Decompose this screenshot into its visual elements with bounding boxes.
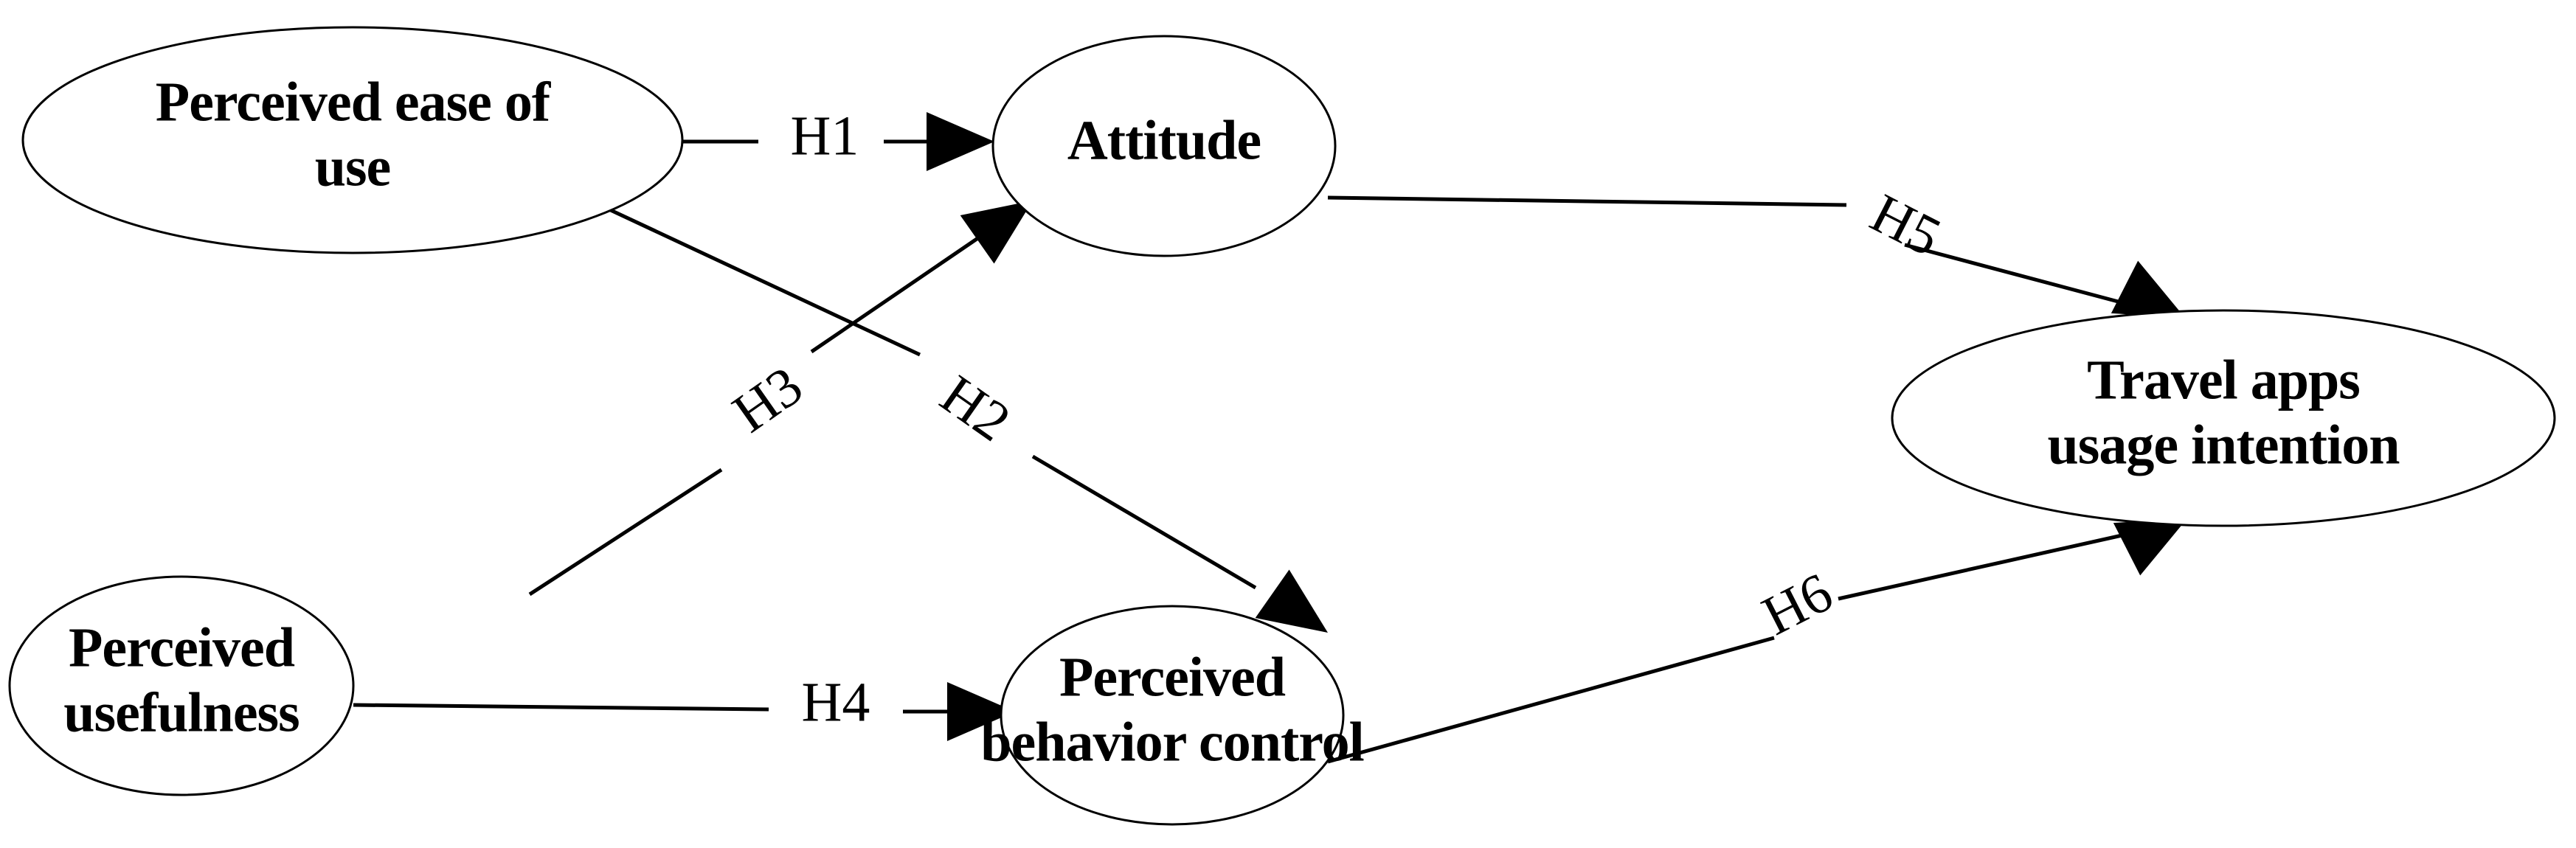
node-ellipse-perceived-ease-of-use [21, 26, 684, 254]
edge-h4-segment-start [353, 703, 769, 712]
node-label-perceived-usefulness-line1: Perceived [69, 616, 295, 678]
edge-label-h2: H2 [929, 364, 1021, 453]
node-travel-apps-usage-intention[interactable]: Travel apps usage intention [1891, 309, 2556, 527]
edge-h2-segment-end [1031, 454, 1257, 590]
node-label-travel-apps-usage-intention-line2: usage intention [2048, 414, 2400, 476]
edge-h6-segment-end [1838, 531, 2133, 601]
arrowhead-h6 [2113, 518, 2187, 576]
node-label-travel-apps-usage-intention-line1: Travel apps [2087, 349, 2360, 411]
edge-h3-segment-end [810, 234, 983, 354]
edge-h6[interactable]: H6 [1327, 518, 2187, 764]
edge-h2-segment-start [600, 204, 921, 357]
node-label-perceived-behavior-control-line2: behavior control [980, 711, 1364, 773]
arrowhead-h5 [2111, 260, 2185, 318]
edge-h2[interactable]: H2 [600, 204, 1328, 633]
edge-h5-segment-end [1904, 243, 2133, 307]
edge-h6-segment-start [1327, 636, 1775, 764]
node-ellipse-travel-apps-usage-intention [1891, 309, 2556, 527]
node-label-attitude-line1: Attitude [1067, 109, 1261, 171]
node-ellipse-perceived-usefulness [8, 575, 355, 796]
arrowhead-h3 [960, 201, 1033, 264]
node-ellipse-perceived-behavior-control [1000, 605, 1345, 826]
edge-h4[interactable]: H4 [353, 671, 1015, 741]
edge-h5[interactable]: H5 [1327, 182, 2185, 318]
node-label-perceived-behavior-control-line1: Perceived [1059, 646, 1286, 708]
edge-label-h6: H6 [1753, 561, 1842, 647]
node-perceived-usefulness[interactable]: Perceived usefulness [8, 575, 355, 796]
node-label-perceived-usefulness-line2: usefulness [63, 681, 299, 743]
edge-h5-segment-start [1327, 195, 1847, 207]
node-label-perceived-ease-of-use-line1: Perceived ease of [156, 71, 552, 133]
node-perceived-ease-of-use[interactable]: Perceived ease of use [21, 26, 684, 254]
edge-label-h3: H3 [722, 355, 814, 445]
node-attitude[interactable]: Attitude [991, 35, 1337, 257]
edge-label-h4: H4 [802, 671, 870, 733]
node-ellipse-attitude [991, 35, 1337, 257]
node-label-perceived-ease-of-use-line2: use [315, 136, 391, 198]
arrowhead-h4 [947, 682, 1015, 741]
edge-h1[interactable]: H1 [679, 105, 994, 171]
edge-label-h1: H1 [791, 105, 859, 167]
node-perceived-behavior-control[interactable]: Perceived behavior control [980, 605, 1365, 826]
arrowhead-h2 [1255, 569, 1328, 633]
edge-h3-segment-start [528, 468, 723, 597]
arrowhead-h1 [927, 112, 994, 171]
